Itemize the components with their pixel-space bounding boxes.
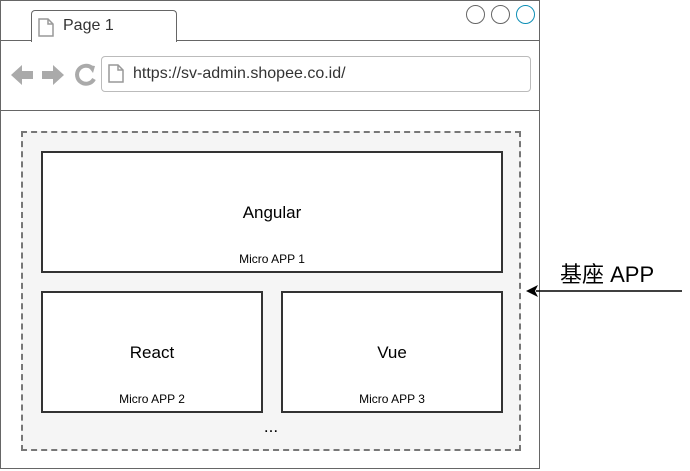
document-icon <box>38 18 54 37</box>
base-app-label: 基座 APP <box>560 262 655 287</box>
url-text: https://sv-admin.shopee.co.id/ <box>133 65 346 82</box>
tab-page-1[interactable]: Page 1 <box>31 10 177 42</box>
window-close-button[interactable] <box>516 5 535 24</box>
framework-label: Vue <box>377 343 407 362</box>
browser-window: Page 1 https://sv-admin.shopee.co.id/ <box>0 0 540 469</box>
nav-icons-group <box>11 63 96 86</box>
tab-title: Page 1 <box>63 17 114 34</box>
tab-bar: Page 1 <box>1 1 539 42</box>
forward-arrow-icon[interactable] <box>42 65 64 85</box>
document-icon <box>108 64 124 83</box>
window-minimize-button[interactable] <box>466 5 485 24</box>
back-arrow-icon[interactable] <box>11 65 33 85</box>
window-maximize-button[interactable] <box>491 5 510 24</box>
navigation-bar: https://sv-admin.shopee.co.id/ <box>1 41 539 111</box>
framework-label: Angular <box>242 203 302 222</box>
base-app-container: Angular Micro APP 1 React Micro APP 2 Vu… <box>21 131 521 451</box>
micro-app-name: Micro APP 1 <box>239 252 305 266</box>
reload-icon[interactable] <box>75 63 96 86</box>
micro-app-react: React Micro APP 2 <box>41 291 263 413</box>
address-bar[interactable]: https://sv-admin.shopee.co.id/ <box>101 56 531 92</box>
micro-app-name: Micro APP 3 <box>359 392 425 406</box>
framework-label: React <box>129 343 175 362</box>
micro-app-angular: Angular Micro APP 1 <box>41 151 503 273</box>
more-apps-ellipsis: ... <box>263 417 279 436</box>
micro-app-name: Micro APP 2 <box>119 392 185 406</box>
micro-app-vue: Vue Micro APP 3 <box>281 291 503 413</box>
